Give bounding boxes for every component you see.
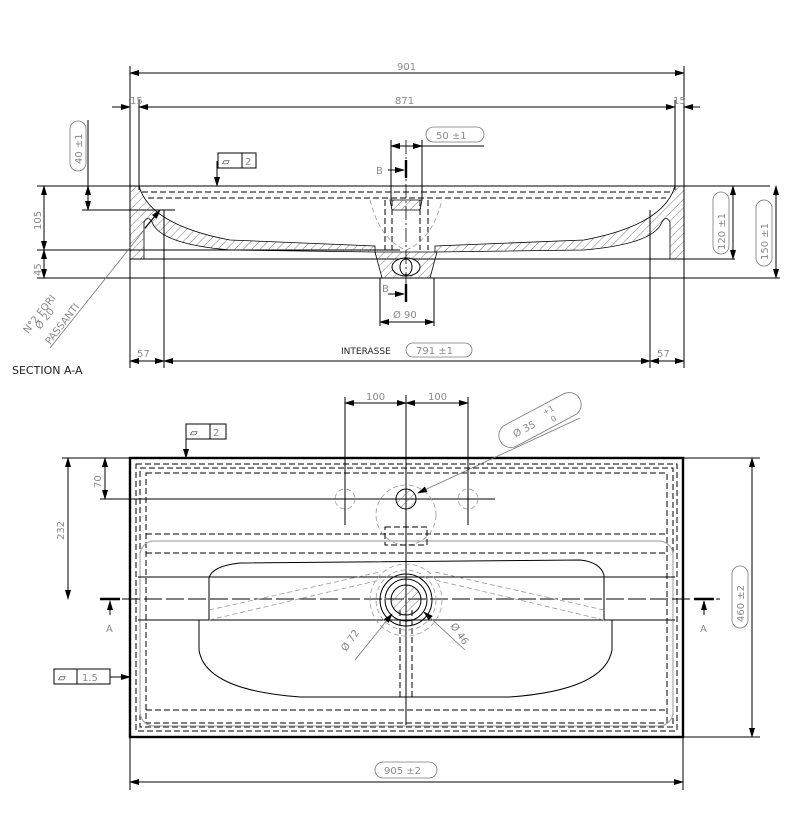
dim-depth: 460 ±2 — [736, 585, 747, 622]
flatness-symbol-top: ▱ — [190, 428, 198, 439]
tap-hole-tol-lower: 0 — [549, 414, 558, 424]
dim-rim-depth: 40 ±1 — [74, 133, 85, 164]
dim-edge-left: 57 — [137, 349, 150, 360]
dim-drain-center-offset: 232 — [56, 521, 67, 540]
dim-width: 905 ±2 — [384, 766, 421, 777]
dim-tap-hole-offset: 70 — [93, 475, 104, 488]
dim-height-150: 150 ±1 — [760, 223, 771, 260]
tap-hole-callout: Ø 35 +1 0 — [498, 392, 582, 448]
dim-depth-lower: 45 — [33, 263, 44, 276]
tolerance-pill — [755, 199, 773, 267]
dim-interaxis: 791 ±1 — [416, 346, 453, 357]
dim-tap-offset: 50 ±1 — [436, 131, 467, 142]
tolerance-pill — [425, 126, 485, 143]
section-mark-b-bottom: B — [382, 284, 389, 295]
tolerance-pill — [69, 120, 87, 172]
flatness-symbol-side: ▱ — [58, 673, 66, 684]
section-view — [37, 66, 780, 368]
flatness-value: 2 — [245, 157, 251, 168]
dim-depth-upper: 105 — [33, 211, 44, 230]
dim-overall-width: 901 — [397, 62, 416, 73]
flatness-value-top: 2 — [213, 428, 219, 439]
flatness-value-side: 1.5 — [82, 673, 98, 684]
tolerance-pill — [731, 565, 749, 629]
dim-edge-right: 57 — [657, 349, 670, 360]
tolerance-pill — [712, 191, 730, 255]
section-mark-a-right: A — [700, 624, 707, 635]
tolerance-pill — [405, 342, 473, 358]
interaxis-label: INTERASSE — [341, 347, 391, 357]
section-title: SECTION A-A — [12, 364, 83, 377]
section-mark-b-top: B — [376, 166, 383, 177]
dim-rim-left: 15 — [130, 96, 143, 107]
dim-drain-inner-diameter: Ø 46 — [448, 621, 471, 647]
dim-tap-spacing-left: 100 — [366, 392, 385, 403]
dim-inner-width: 871 — [395, 96, 414, 107]
dim-drain-diameter: Ø 90 — [393, 309, 417, 321]
dim-drain-outer-diameter: Ø 72 — [339, 627, 362, 653]
plan-view — [53, 395, 760, 790]
dim-rim-right: 15 — [673, 96, 686, 107]
tolerance-pill — [374, 761, 438, 779]
dim-height-120: 120 ±1 — [717, 213, 728, 250]
section-mark-a-left: A — [106, 624, 113, 635]
dim-tap-spacing-right: 100 — [428, 392, 447, 403]
flatness-symbol: ▱ — [222, 157, 230, 168]
